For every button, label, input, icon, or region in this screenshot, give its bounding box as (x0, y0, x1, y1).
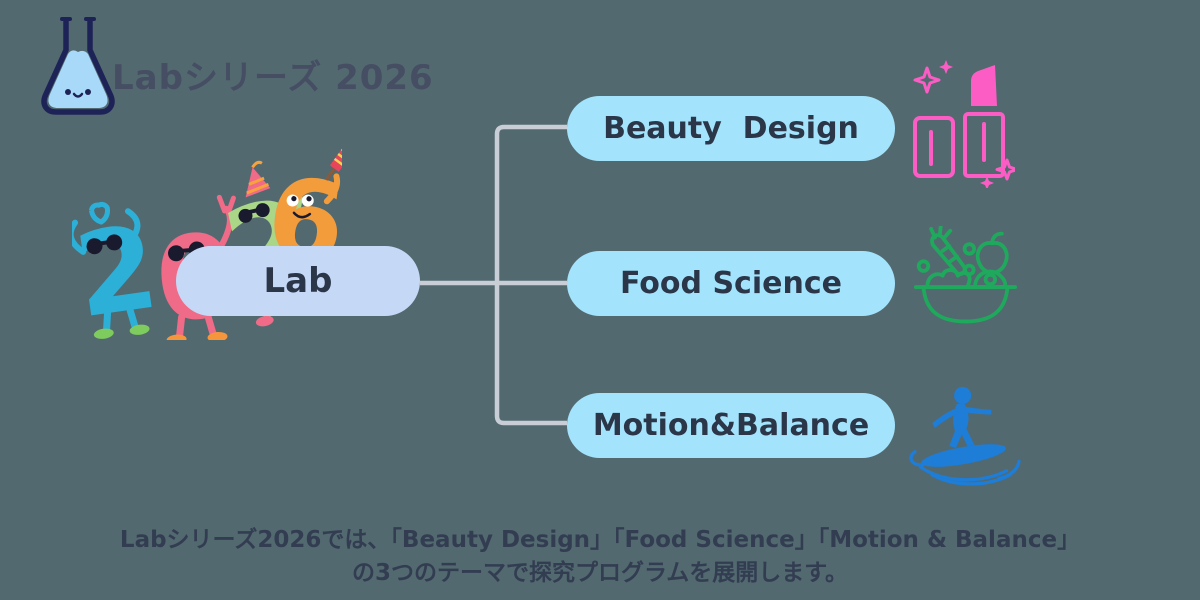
firecracker (324, 144, 342, 181)
root-node-lab: Lab (176, 246, 420, 316)
salad-bowl-icon (913, 226, 1018, 324)
root-node-label: Lab (263, 261, 333, 301)
branch-node-label: Beauty Design (603, 111, 859, 146)
branch-node-beauty-design: Beauty Design (567, 96, 895, 161)
caption-line-1: Labシリーズ2026では、「Beauty Design」「Food Scien… (119, 527, 1081, 553)
branch-node-label: Food Science (620, 266, 842, 301)
branch-node-motion-balance: Motion&Balance (567, 393, 895, 458)
page-title: Labシリーズ 2026 (112, 58, 434, 98)
digit-2-blue: 2 (72, 200, 165, 340)
branch-node-label: Motion&Balance (592, 408, 870, 443)
lipstick-icon (913, 60, 1015, 188)
svg-text:2: 2 (72, 200, 165, 340)
caption: Labシリーズ2026では、「Beauty Design」「Food Scien… (0, 524, 1200, 590)
surfer-icon (909, 386, 1021, 486)
caption-line-2: の3つのテーマで探究プログラムを展開します。 (351, 560, 848, 586)
flask-icon (41, 17, 115, 115)
branch-node-food-science: Food Science (567, 251, 895, 316)
digit-0-pink: 0 (151, 194, 242, 340)
